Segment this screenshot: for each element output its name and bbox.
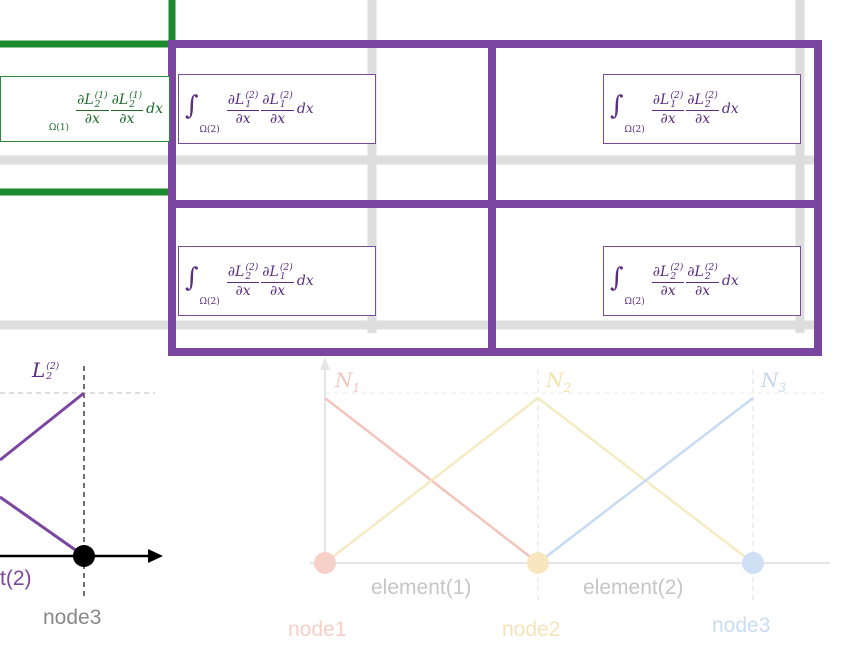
- node3-label: node3: [712, 614, 771, 637]
- fraction: ∂L(2)2 ∂x: [651, 261, 685, 300]
- fraction: ∂L(2)2 ∂x: [686, 261, 719, 300]
- integral-domain: Ω(2): [199, 297, 220, 307]
- element1-entry-22: Ω(1) ∂L(1)2 ∂x ∂L(1)2 ∂x dx: [0, 76, 170, 142]
- left-node3-label: node3: [43, 606, 102, 629]
- element2-entry-22: ∫ Ω(2) ∂L(2)2 ∂x ∂L(2)2 ∂x dx: [603, 246, 801, 316]
- fraction: ∂L(2)1 ∂x: [261, 89, 294, 128]
- fraction: ∂L(2)1 ∂x: [651, 89, 685, 128]
- right-shape-function-plot: [310, 357, 830, 600]
- fraction: ∂L(2)1 ∂x: [226, 89, 260, 128]
- element1-label: element(1): [371, 576, 472, 599]
- element2-entry-12: ∫ Ω(2) ∂L(2)1 ∂x ∂L(2)2 ∂x dx: [603, 74, 801, 144]
- n1-label: N1: [335, 368, 361, 395]
- integral-domain: Ω(2): [199, 125, 220, 135]
- element2-entry-11: ∫ Ω(2) ∂L(2)1 ∂x ∂L(2)1 ∂x dx: [178, 74, 376, 144]
- fraction: ∂L(1)2 ∂x: [76, 89, 109, 128]
- integral-domain: Ω(2): [624, 297, 645, 307]
- integral-domain: Ω(1): [48, 123, 70, 133]
- left-shape-function-plot: [0, 366, 163, 600]
- n2-label: N2: [546, 368, 572, 395]
- left-function-label: L(2)2: [32, 358, 60, 382]
- element1-block: [0, 0, 176, 196]
- fraction: ∂L(2)2 ∂x: [686, 89, 719, 128]
- fraction: ∂L(2)1 ∂x: [261, 261, 294, 300]
- node2-label: node2: [502, 618, 561, 641]
- element2-label: element(2): [583, 576, 684, 599]
- node1-label: node1: [288, 618, 347, 641]
- left-element-label: t(2): [0, 567, 32, 590]
- integral-domain: Ω(2): [624, 125, 645, 135]
- element2-block: [168, 40, 822, 356]
- fraction: ∂L(1)2 ∂x: [110, 89, 144, 128]
- fraction: ∂L(2)2 ∂x: [226, 261, 260, 300]
- n3-label: N3: [761, 368, 787, 395]
- element2-entry-21: ∫ Ω(2) ∂L(2)2 ∂x ∂L(2)1 ∂x dx: [178, 246, 376, 316]
